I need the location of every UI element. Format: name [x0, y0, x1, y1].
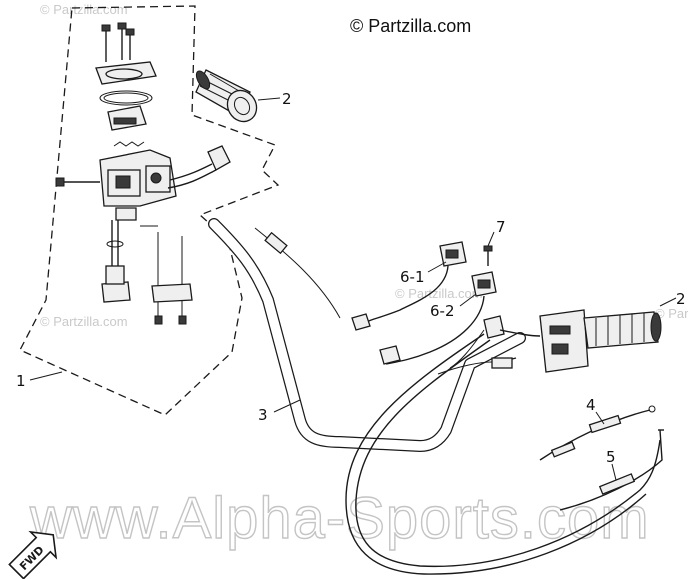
callout-2-right: 2 — [676, 290, 686, 308]
callout-3: 3 — [258, 406, 268, 424]
leader-6-2 — [459, 293, 477, 307]
cable-5 — [559, 429, 664, 511]
callout-7: 7 — [496, 218, 506, 236]
leader-2-left — [257, 97, 281, 101]
handlebar — [208, 218, 526, 452]
leader-5 — [611, 463, 617, 481]
watermark-partzilla-right: © Partzilla.com — [655, 306, 688, 321]
leader-6-1 — [427, 261, 447, 273]
grip-left — [195, 69, 258, 123]
leader-2-right — [659, 297, 677, 307]
copyright-text: © Partzilla.com — [350, 16, 471, 36]
watermark-partzilla-top: © Partzilla.com — [40, 2, 128, 17]
watermark-alpha-sports: www.Alpha-Sports.com — [29, 486, 650, 551]
leader-3 — [273, 399, 301, 413]
callout-6-2: 6-2 — [430, 302, 455, 320]
leader-4 — [595, 411, 605, 425]
connector-6-1 — [351, 241, 467, 331]
callout-6-1: 6-1 — [400, 268, 425, 286]
watermark-partzilla-left: © Partzilla.com — [40, 314, 128, 329]
callout-4: 4 — [586, 396, 596, 414]
connector-6-2 — [379, 271, 497, 365]
cable-4 — [539, 405, 656, 461]
switch-assembly — [55, 22, 231, 325]
watermark-layer: © Partzilla.com © Partzilla.com © Partzi… — [28, 2, 688, 552]
leader-1 — [29, 371, 63, 381]
watermark-partzilla-center: © Partzilla.com — [395, 286, 483, 301]
screw-7 — [483, 245, 493, 266]
leader-7 — [487, 231, 495, 247]
callout-2-left: 2 — [282, 90, 292, 108]
callout-1: 1 — [16, 372, 26, 390]
cable-loop — [345, 333, 661, 575]
callout-5: 5 — [606, 448, 616, 466]
